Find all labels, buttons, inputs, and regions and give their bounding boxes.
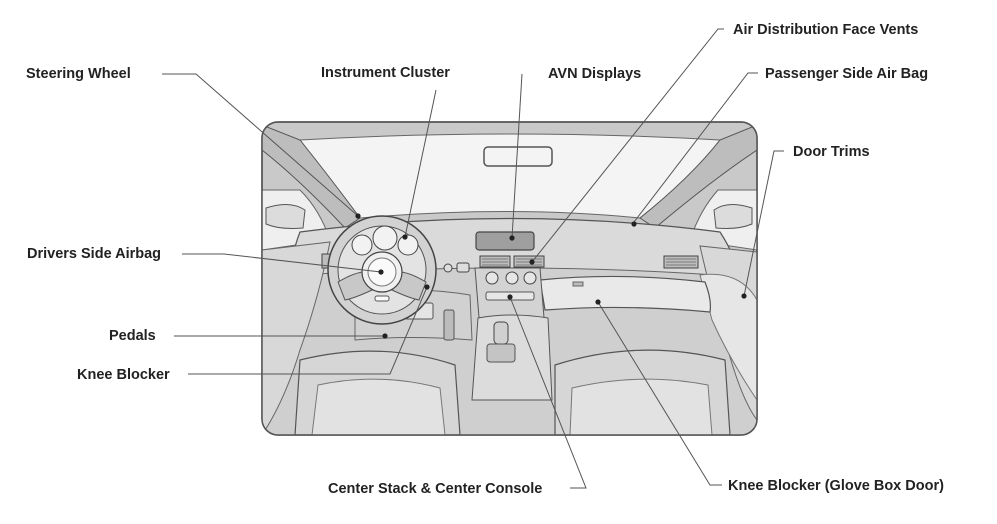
dot-knee-blocker <box>424 284 429 289</box>
gauge-center <box>373 226 397 250</box>
hvac-knob-middle <box>506 272 518 284</box>
label-avn-displays: AVN Displays <box>548 66 641 82</box>
passenger-seat-cushion <box>570 379 712 435</box>
avn-display <box>476 232 534 250</box>
gauge-right <box>398 235 418 255</box>
gauge-left <box>352 235 372 255</box>
right-side-mirror <box>714 204 752 228</box>
shifter-boot <box>487 344 515 362</box>
dot-avn-displays <box>509 235 514 240</box>
dot-passenger-side-air-bag <box>631 221 636 226</box>
label-passenger-side-air-bag: Passenger Side Air Bag <box>765 66 928 82</box>
dash-button <box>444 264 452 272</box>
accelerator-pedal <box>444 310 454 340</box>
dot-door-trims <box>741 293 746 298</box>
glove-box-door <box>540 276 710 312</box>
gear-shifter <box>494 322 508 344</box>
label-knee-blocker: Knee Blocker <box>77 367 170 383</box>
dot-glove-box <box>595 299 600 304</box>
label-steering-wheel: Steering Wheel <box>26 66 131 82</box>
steering-hub-badge <box>375 296 389 301</box>
label-air-distribution-face-vents: Air Distribution Face Vents <box>733 22 918 38</box>
hazard-switch <box>457 263 469 272</box>
label-knee-blocker-glove-box-door: Knee Blocker (Glove Box Door) <box>728 478 944 494</box>
glove-box-handle <box>573 282 583 286</box>
dot-center-stack <box>507 294 512 299</box>
hvac-knob-left <box>486 272 498 284</box>
dot-steering-wheel <box>355 213 360 218</box>
dot-instrument-cluster <box>402 234 407 239</box>
rear-view-mirror <box>484 147 552 166</box>
label-drivers-side-airbag: Drivers Side Airbag <box>27 246 161 262</box>
dot-drivers-side-airbag <box>378 269 383 274</box>
hvac-knob-right <box>524 272 536 284</box>
left-side-mirror <box>266 204 305 228</box>
dot-pedals <box>382 333 387 338</box>
label-pedals: Pedals <box>109 328 156 344</box>
label-instrument-cluster: Instrument Cluster <box>321 65 450 81</box>
driver-seat-cushion <box>312 379 445 435</box>
label-door-trims: Door Trims <box>793 144 870 160</box>
dot-air-distribution-face-vents <box>529 259 534 264</box>
label-center-stack-center-console: Center Stack & Center Console <box>328 481 542 497</box>
